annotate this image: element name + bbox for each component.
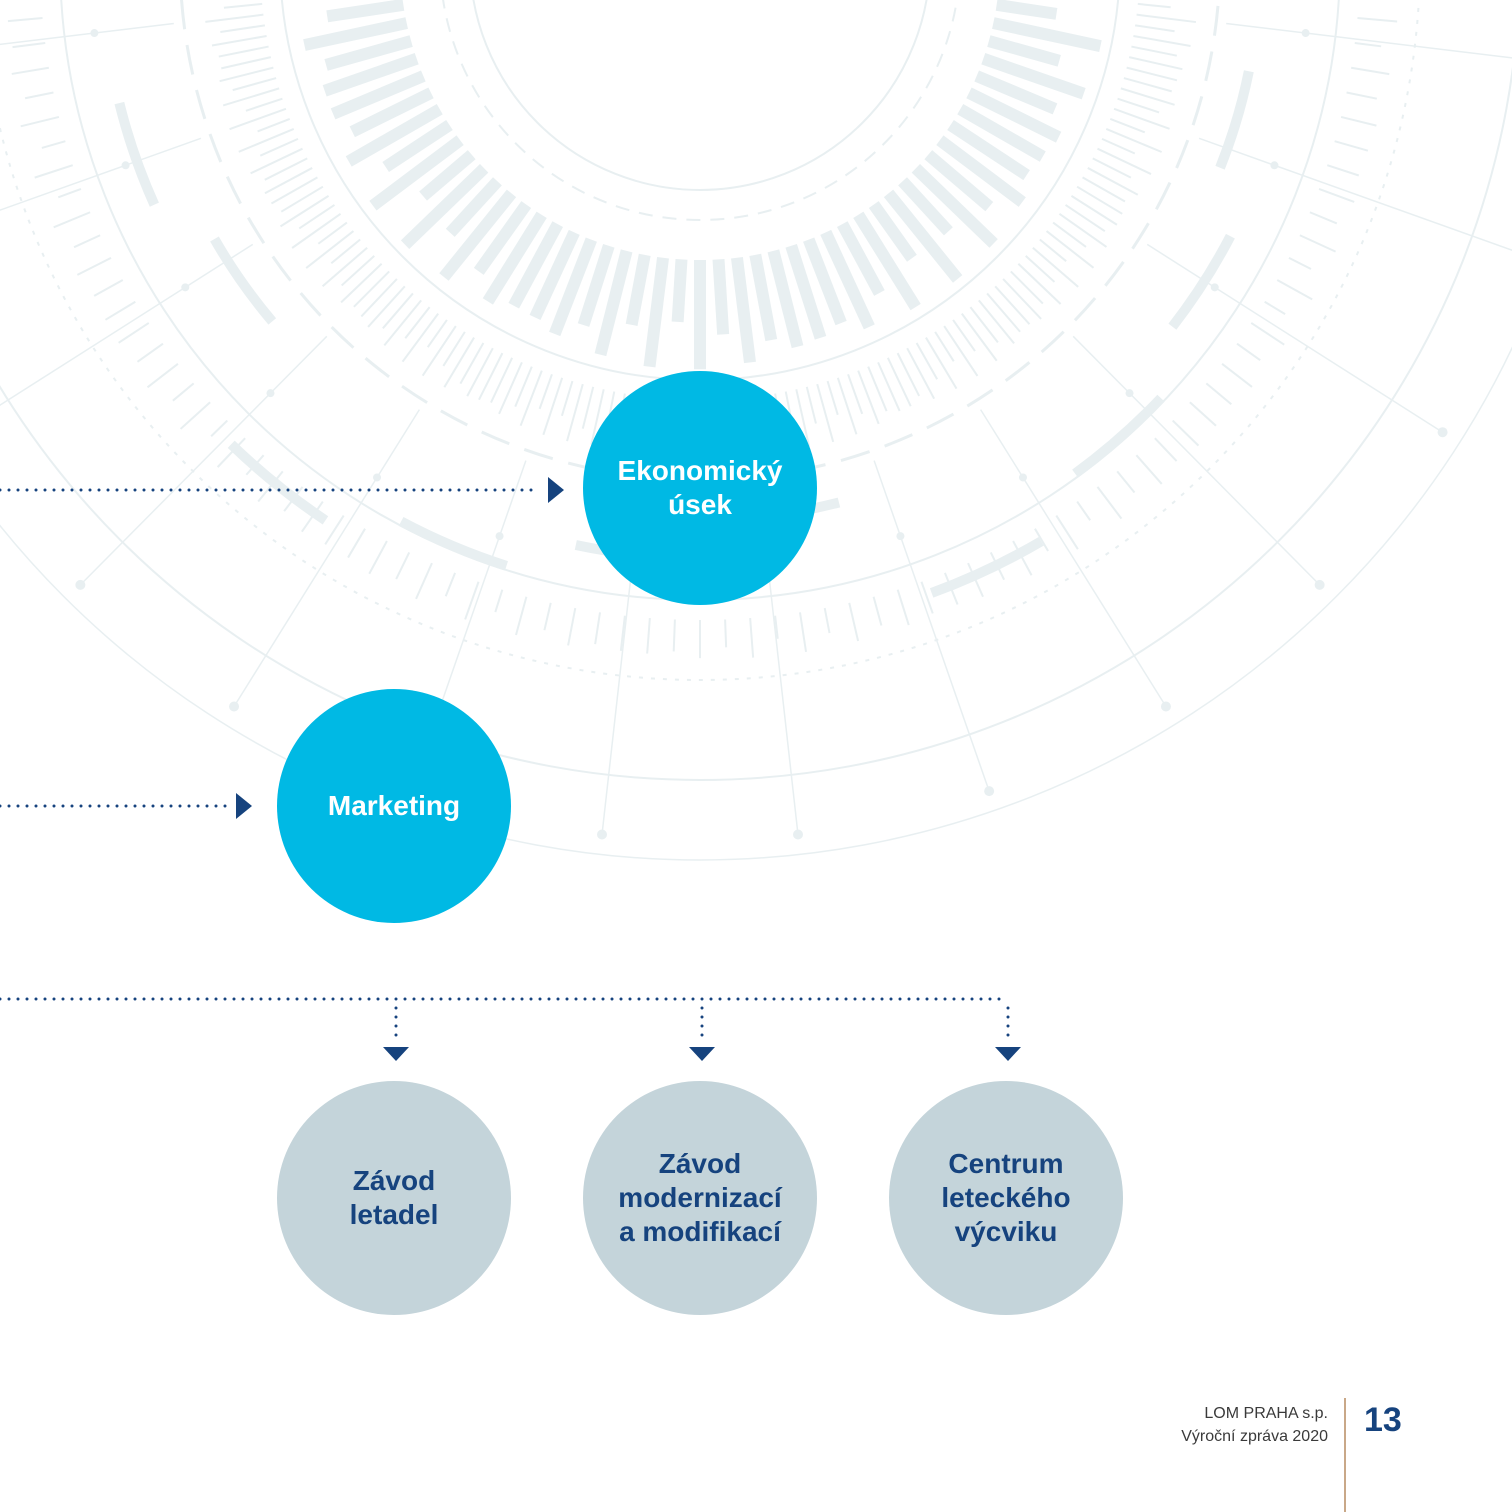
node-aircraft-plant: Závod letadel: [277, 1081, 511, 1315]
node-flight-training-center: Centrum leteckého výcviku: [889, 1081, 1123, 1315]
node-label: Marketing: [327, 790, 461, 821]
footer-divider: [1344, 1398, 1346, 1512]
node-label: Závod modernizací a modifikací: [618, 1148, 782, 1247]
page-number: 13: [1364, 1401, 1402, 1439]
node-label: Závod letadel: [349, 1165, 439, 1230]
connector-marketing-arrow: [0, 793, 252, 819]
connector-modernization-arrow: [689, 1006, 715, 1061]
footer-report-title: Výroční zpráva 2020: [1181, 1428, 1328, 1445]
node-modernization-plant: Závod modernizací a modifikací: [583, 1081, 817, 1315]
node-marketing: Marketing: [277, 689, 511, 923]
connector-aircraft-arrow: [383, 1006, 409, 1061]
footer-company-name: LOM PRAHA s.p.: [1204, 1405, 1328, 1422]
connector-training-arrow: [995, 1006, 1021, 1061]
connector-economic-arrow: [0, 477, 564, 503]
node-label: Centrum leteckého výcviku: [941, 1148, 1071, 1247]
node-economic-department: Ekonomický úsek: [583, 371, 817, 605]
node-label: Ekonomický úsek: [617, 455, 783, 520]
